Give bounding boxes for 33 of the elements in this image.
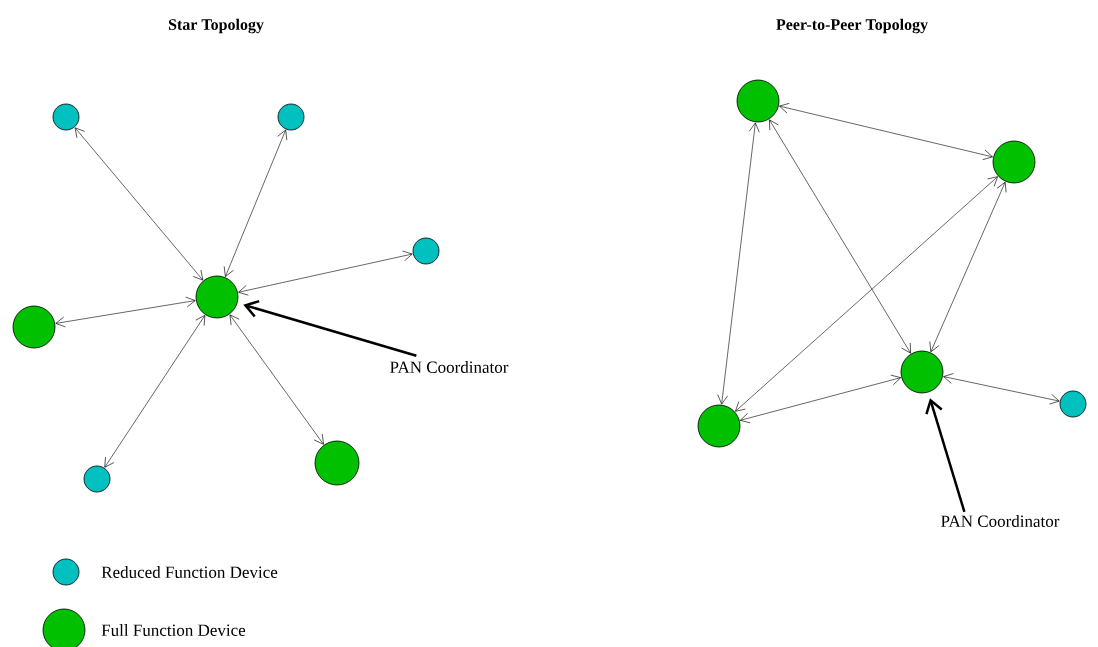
leader-arrow	[243, 299, 417, 357]
device-circle	[277, 103, 305, 131]
device-circle	[900, 350, 944, 394]
heading: Peer-to-Peer Topology	[776, 18, 928, 34]
arrow	[229, 314, 324, 445]
arrow	[769, 119, 911, 354]
heading: Star Topology	[168, 18, 264, 34]
arrow	[104, 315, 206, 468]
arrow	[929, 181, 1007, 353]
device-circle	[195, 275, 239, 319]
arrow	[943, 373, 1060, 405]
caption-text: PAN Coordinator	[941, 515, 1060, 527]
legend-text: Full Function Device	[101, 624, 246, 636]
device-circle	[83, 465, 111, 493]
arrow	[238, 250, 413, 296]
arrow	[223, 129, 288, 277]
device-circle	[52, 103, 80, 131]
device-circle	[1059, 390, 1087, 418]
device-circle	[12, 305, 56, 349]
arrow	[74, 127, 204, 281]
device-circle	[314, 440, 360, 486]
device-circle	[412, 237, 440, 265]
arrow	[740, 374, 902, 424]
arrow	[779, 103, 993, 160]
arrow	[735, 176, 998, 412]
leader-arrow	[925, 398, 966, 513]
device-circle	[697, 404, 741, 448]
caption-text: PAN Coordinator	[390, 361, 509, 373]
arrow	[55, 296, 196, 328]
device-circle	[736, 79, 780, 123]
arrow	[717, 122, 760, 405]
legend-text: Reduced Function Device	[101, 566, 278, 578]
device-circle	[992, 140, 1036, 184]
